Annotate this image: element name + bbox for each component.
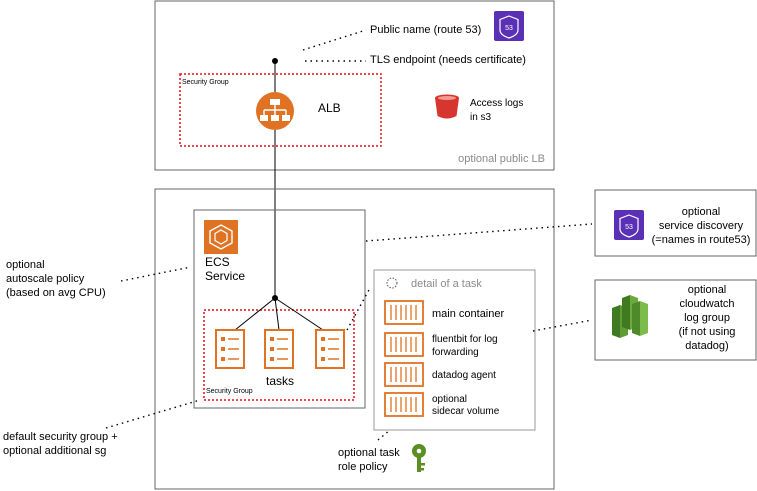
cloudwatch-label-line2: cloudwatch — [679, 298, 734, 310]
service-discovery-label-line1: optional — [682, 206, 721, 218]
fluentbit-label-line2: forwarding — [432, 347, 479, 358]
container-icon — [384, 300, 424, 325]
sidecar-label-line1: optional — [432, 394, 467, 405]
route53-note-line — [302, 29, 367, 51]
service-discovery-note-line — [365, 223, 593, 242]
main-container-label: main container — [432, 308, 504, 320]
tls-endpoint-label: TLS endpoint (needs certificate) — [370, 54, 526, 66]
alb-icon — [256, 92, 294, 130]
ecs-service-icon — [204, 220, 238, 254]
default-sg-label-line1: default security group + — [3, 431, 118, 443]
task-detail-marker-icon — [386, 277, 398, 289]
container-icon — [384, 362, 424, 387]
cloudwatch-box — [594, 279, 757, 361]
task-detail-box — [373, 269, 536, 431]
service-discovery-label-line3: (=names in route53) — [652, 234, 751, 246]
s3-bucket-icon — [435, 94, 459, 119]
branch-center — [274, 297, 280, 331]
ecs-service-box — [193, 209, 366, 409]
alb-security-group-label: Security Group — [182, 79, 229, 86]
branch-left — [234, 297, 276, 331]
alb-endpoint-dot — [272, 58, 278, 64]
default-sg-label-line2: optional additional sg — [3, 445, 106, 457]
cloudwatch-label-line4: (if not using — [679, 326, 736, 338]
svg-text:53: 53 — [625, 224, 633, 231]
fluentbit-label-line1: fluentbit for log — [432, 334, 498, 345]
branch-right — [274, 297, 324, 331]
task-role-note-line — [377, 429, 391, 441]
autoscale-label-line3: (based on avg CPU) — [6, 287, 106, 299]
public-lb-frame-label: optional public LB — [458, 153, 545, 165]
cloudwatch-log-group-icon — [612, 295, 648, 338]
container-icon — [384, 392, 424, 417]
tasks-security-group-label: Security Group — [206, 388, 253, 395]
cloudwatch-label-line1: optional — [688, 284, 727, 296]
ecs-service-label-line1: ECS — [205, 255, 230, 269]
alb-security-group — [179, 73, 382, 147]
route53-public-name-label: Public name (route 53) — [370, 24, 481, 36]
default-sg-note-line — [105, 399, 201, 429]
cloudwatch-note-line — [532, 319, 593, 332]
route53-service-discovery-icon: 53 — [614, 210, 644, 240]
task-icon — [215, 329, 245, 369]
service-frame — [154, 188, 555, 490]
task-detail-title: detail of a task — [411, 278, 482, 290]
container-icon — [384, 332, 424, 357]
task-icon — [264, 329, 294, 369]
route53-public-icon: 53 — [494, 11, 524, 41]
service-discovery-box — [594, 189, 757, 257]
autoscale-label-line2: autoscale policy — [6, 273, 85, 285]
task-icon — [315, 329, 345, 369]
svg-text:53: 53 — [505, 25, 513, 32]
access-logs-label-line1: Access logs — [470, 98, 523, 109]
tasks-label: tasks — [266, 374, 294, 388]
ecs-service-label-line2: Service — [205, 269, 245, 283]
cloudwatch-label-line3: log group — [684, 312, 730, 324]
datadog-agent-label: datadog agent — [432, 370, 496, 381]
cloudwatch-label-line5: datadog) — [685, 340, 728, 352]
service-discovery-label-line2: service discovery — [659, 220, 744, 232]
sidecar-label-line2: sidecar volume — [432, 406, 500, 417]
task-role-label-line2: role policy — [338, 461, 388, 473]
public-lb-frame — [154, 0, 555, 171]
key-icon — [412, 444, 426, 472]
task-detail-link-line — [346, 287, 371, 331]
autoscale-label-line1: optional — [6, 259, 45, 271]
alb-label: ALB — [318, 101, 341, 115]
autoscale-note-line — [120, 266, 192, 282]
access-logs-label-line2: in s3 — [470, 112, 492, 123]
task-role-label-line1: optional task — [338, 447, 400, 459]
